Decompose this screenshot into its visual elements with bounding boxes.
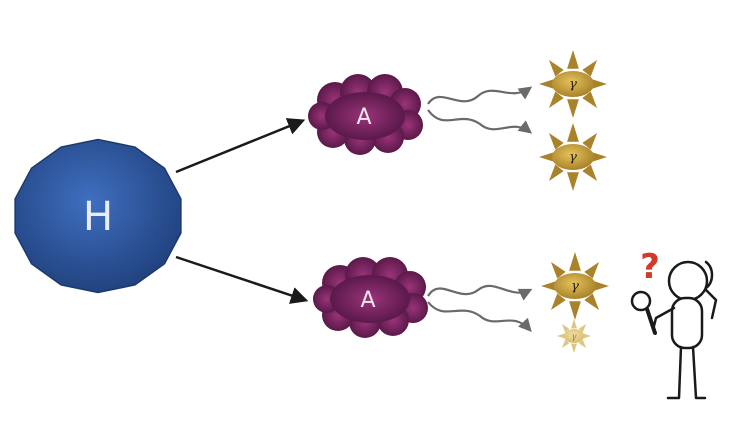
sun-ray: [582, 91, 598, 109]
sun-ray: [583, 333, 591, 339]
observer-hand: [704, 260, 714, 290]
magnifying-glass-icon: [630, 290, 652, 312]
photon-label: γ: [571, 279, 579, 294]
photon-bottom-lower-faint: γ: [557, 319, 591, 353]
observer-leg-left: [666, 345, 683, 400]
wavy-line-top-upper: [427, 86, 533, 105]
sun-ray: [571, 319, 577, 329]
sun-ray: [569, 301, 581, 320]
sun-ray: [569, 252, 581, 271]
a-bottom-label: A: [360, 288, 375, 313]
sun-ray: [548, 132, 564, 150]
photon-top-upper: γ: [539, 50, 607, 118]
sun-ray: [567, 123, 579, 142]
observer-body: [670, 296, 704, 350]
decay-arrow-top: [175, 118, 306, 174]
higgs-label: H: [83, 194, 113, 240]
sun-ray: [582, 164, 598, 182]
sun-ray: [561, 339, 570, 349]
sun-ray: [548, 164, 564, 182]
photon-label: γ: [569, 77, 577, 92]
sun-ray: [548, 59, 564, 77]
sun-ray: [592, 152, 607, 162]
observer-head: [667, 260, 709, 302]
a-particle-bottom: A: [313, 257, 428, 338]
sun-ray: [584, 261, 600, 279]
sun-ray: [539, 152, 554, 162]
sun-ray: [578, 323, 587, 333]
sun-ray: [582, 59, 598, 77]
decay-arrow-bottom: [175, 255, 309, 304]
sun-ray: [548, 91, 564, 109]
sun-ray: [582, 132, 598, 150]
observer-arm: [652, 306, 676, 328]
sun-ray: [567, 99, 579, 118]
sun-ray: [550, 261, 566, 279]
higgs-node: H: [14, 138, 182, 294]
a-top-label: A: [356, 105, 371, 130]
sun-ray: [539, 79, 554, 89]
sun-ray: [567, 50, 579, 69]
sun-ray: [557, 333, 565, 339]
wavy-line-bottom-lower: [427, 301, 532, 332]
photon-bottom-upper: γ: [541, 252, 609, 320]
question-mark: ?: [640, 247, 660, 287]
photon-top-lower: γ: [539, 123, 607, 191]
sun-ray: [571, 343, 577, 353]
sun-ray: [561, 323, 570, 333]
sun-ray: [592, 79, 607, 89]
photon-label: γ: [572, 332, 577, 341]
observer-figure: ?: [630, 247, 718, 400]
sun-ray: [550, 293, 566, 311]
sun-ray: [567, 172, 579, 191]
sun-ray: [541, 281, 556, 291]
sun-ray: [584, 293, 600, 311]
wavy-line-bottom-upper: [427, 284, 533, 301]
sun-ray: [578, 339, 587, 349]
sun-ray: [594, 281, 609, 291]
observer-leg-right: [691, 345, 707, 400]
wavy-line-top-lower: [427, 109, 533, 134]
photon-label: γ: [569, 150, 577, 165]
a-particle-top: A: [308, 74, 423, 155]
